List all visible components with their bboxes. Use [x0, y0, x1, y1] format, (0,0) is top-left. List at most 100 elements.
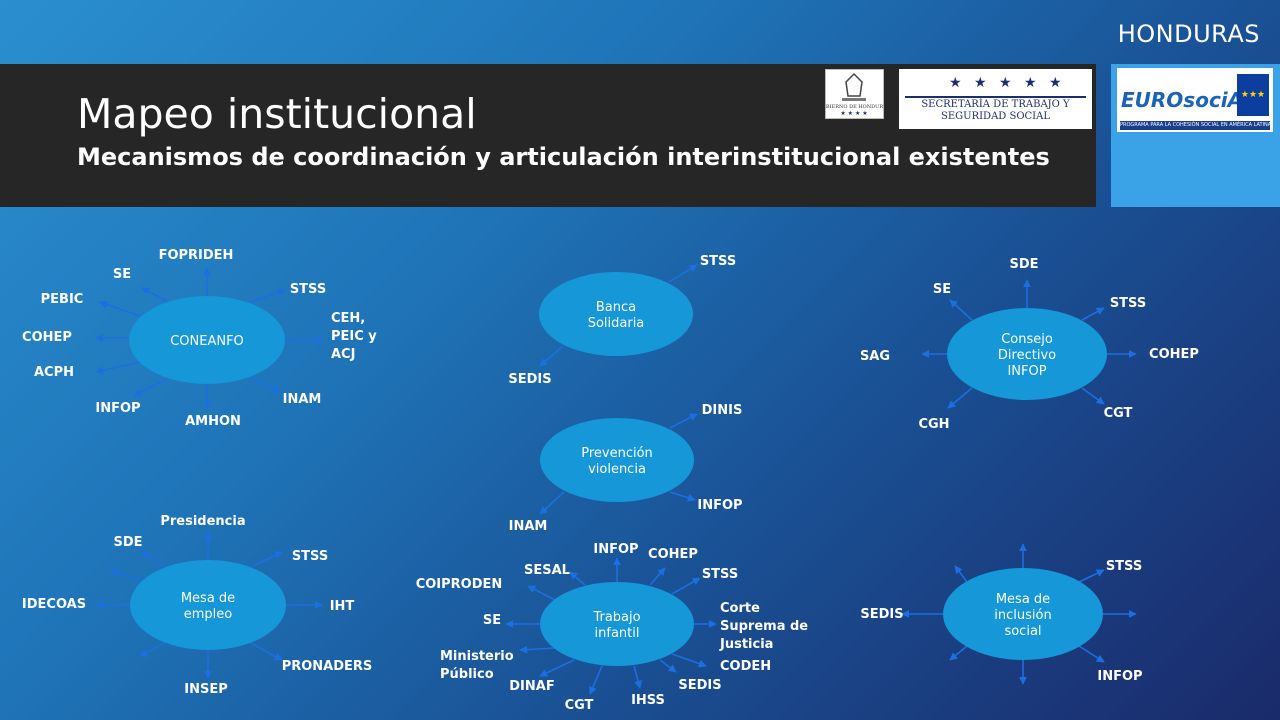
- spoke-arrow: [669, 491, 696, 502]
- spoke-arrow: [569, 571, 586, 586]
- institution-label: COIPRODEN: [416, 577, 503, 592]
- institution-label: PEBIC: [41, 292, 84, 307]
- eurosocial-brand: EUROsociAL: [1121, 88, 1256, 112]
- institution-label: STSS: [1106, 559, 1142, 574]
- spoke-arrow: [671, 577, 701, 595]
- institution-label: STSS: [290, 282, 326, 297]
- spoke-arrow: [1081, 307, 1105, 321]
- mechanism-node: [129, 296, 285, 384]
- institution-label: DINAF: [509, 679, 554, 694]
- institution-label: DINIS: [702, 403, 743, 418]
- government-seal-logo: GOBIERNO DE HONDURAS ★ ★ ★ ★: [818, 69, 891, 119]
- stss-name-line1: SECRETARÍA DE TRABAJO Y: [921, 99, 1070, 110]
- institution-label: FOPRIDEH: [159, 248, 234, 263]
- page-title: Mapeo institucional: [77, 90, 477, 138]
- institution-label: INAM: [283, 392, 322, 407]
- stss-name-line2: SEGURIDAD SOCIAL: [941, 111, 1050, 122]
- spoke-arrow: [249, 288, 286, 303]
- spoke-arrow: [668, 264, 698, 283]
- spoke-arrow: [539, 345, 564, 367]
- institution-label: SDE: [113, 535, 142, 550]
- stss-stars: ★ ★ ★ ★ ★: [949, 75, 1066, 91]
- spoke-arrow: [141, 551, 168, 569]
- institution-label: IDECOAS: [22, 597, 86, 612]
- eurosocial-logo: EUROsociAL ★★★ PROGRAMA PARA LA COHESIÓN…: [1117, 68, 1273, 132]
- mechanism-node: [539, 272, 693, 356]
- spoke-arrow: [99, 300, 141, 317]
- institution-label: SEDIS: [860, 607, 903, 622]
- svg-text:★ ★ ★ ★: ★ ★ ★ ★: [840, 110, 867, 117]
- institution-label: INFOP: [697, 498, 742, 513]
- institution-label: SE: [483, 613, 501, 628]
- institution-label: COHEP: [1149, 347, 1199, 362]
- mechanism-node: [130, 560, 286, 650]
- mechanism-node: [540, 582, 694, 666]
- institution-label: PRONADERS: [282, 659, 373, 674]
- spoke-arrow: [519, 645, 556, 654]
- institution-label: IHSS: [631, 693, 665, 708]
- institution-label: SESAL: [524, 563, 570, 578]
- institution-label: STSS: [702, 567, 738, 582]
- institution-label: INSEP: [184, 682, 228, 697]
- spoke-arrow: [671, 653, 707, 668]
- eu-flag-icon: ★★★: [1237, 74, 1269, 116]
- eurosocial-tagline: PROGRAMA PARA LA COHESIÓN SOCIAL EN AMÉR…: [1120, 121, 1270, 130]
- svg-text:GOBIERNO DE HONDURAS: GOBIERNO DE HONDURAS: [826, 104, 883, 110]
- stss-logo: ★ ★ ★ ★ ★ SECRETARÍA DE TRABAJO Y SEGURI…: [899, 69, 1092, 129]
- institution-label: CGT: [1104, 406, 1133, 421]
- spoke-arrow: [947, 387, 973, 409]
- eurosocial-panel: EUROsociAL ★★★ PROGRAMA PARA LA COHESIÓN…: [1111, 64, 1280, 207]
- institution-label: COHEP: [648, 547, 698, 562]
- institution-label: INFOP: [1097, 669, 1142, 684]
- institution-label: ACPH: [34, 365, 74, 380]
- institution-label: STSS: [700, 254, 736, 269]
- stss-rule: [905, 96, 1086, 98]
- spoke-arrow: [539, 491, 565, 515]
- spoke-arrow: [1078, 569, 1105, 583]
- spoke-arrow: [589, 665, 603, 695]
- spoke-arrow: [248, 551, 283, 569]
- institution-label: AMHON: [185, 414, 241, 429]
- mechanism-node: [943, 568, 1103, 660]
- spoke-arrow: [1078, 645, 1105, 663]
- spoke-arrow: [649, 567, 666, 586]
- mechanism-node: [947, 308, 1107, 400]
- spoke-arrow: [539, 659, 575, 677]
- spoke-arrow: [949, 299, 973, 321]
- institution-label: SDE: [1009, 257, 1038, 272]
- spoke-arrow: [248, 641, 283, 661]
- mechanism-label: CONEANFO: [170, 334, 244, 349]
- institution-label: INFOP: [95, 401, 140, 416]
- institution-label: INAM: [509, 519, 548, 534]
- institution-label: SE: [113, 267, 131, 282]
- institution-label: SE: [933, 282, 951, 297]
- spoke-arrow: [954, 565, 968, 583]
- institution-label: CGT: [565, 698, 594, 713]
- institution-label: SEDIS: [678, 678, 721, 693]
- institution-label: STSS: [1110, 296, 1146, 311]
- spoke-arrow: [669, 413, 698, 429]
- institution-label: CODEH: [720, 659, 771, 674]
- spoke-arrow: [1081, 387, 1105, 405]
- institution-label: INFOP: [593, 542, 638, 557]
- spoke-arrow: [949, 645, 968, 661]
- institution-label: SEDIS: [508, 372, 551, 387]
- spoke-arrow: [95, 361, 141, 375]
- mechanism-node: [540, 418, 694, 502]
- mechanism-coneanfo: CONEANFOFOPRIDEHSEPEBICCOHEPACPHINFOPAMH…: [22, 248, 377, 429]
- country-label: HONDURAS: [1117, 20, 1260, 48]
